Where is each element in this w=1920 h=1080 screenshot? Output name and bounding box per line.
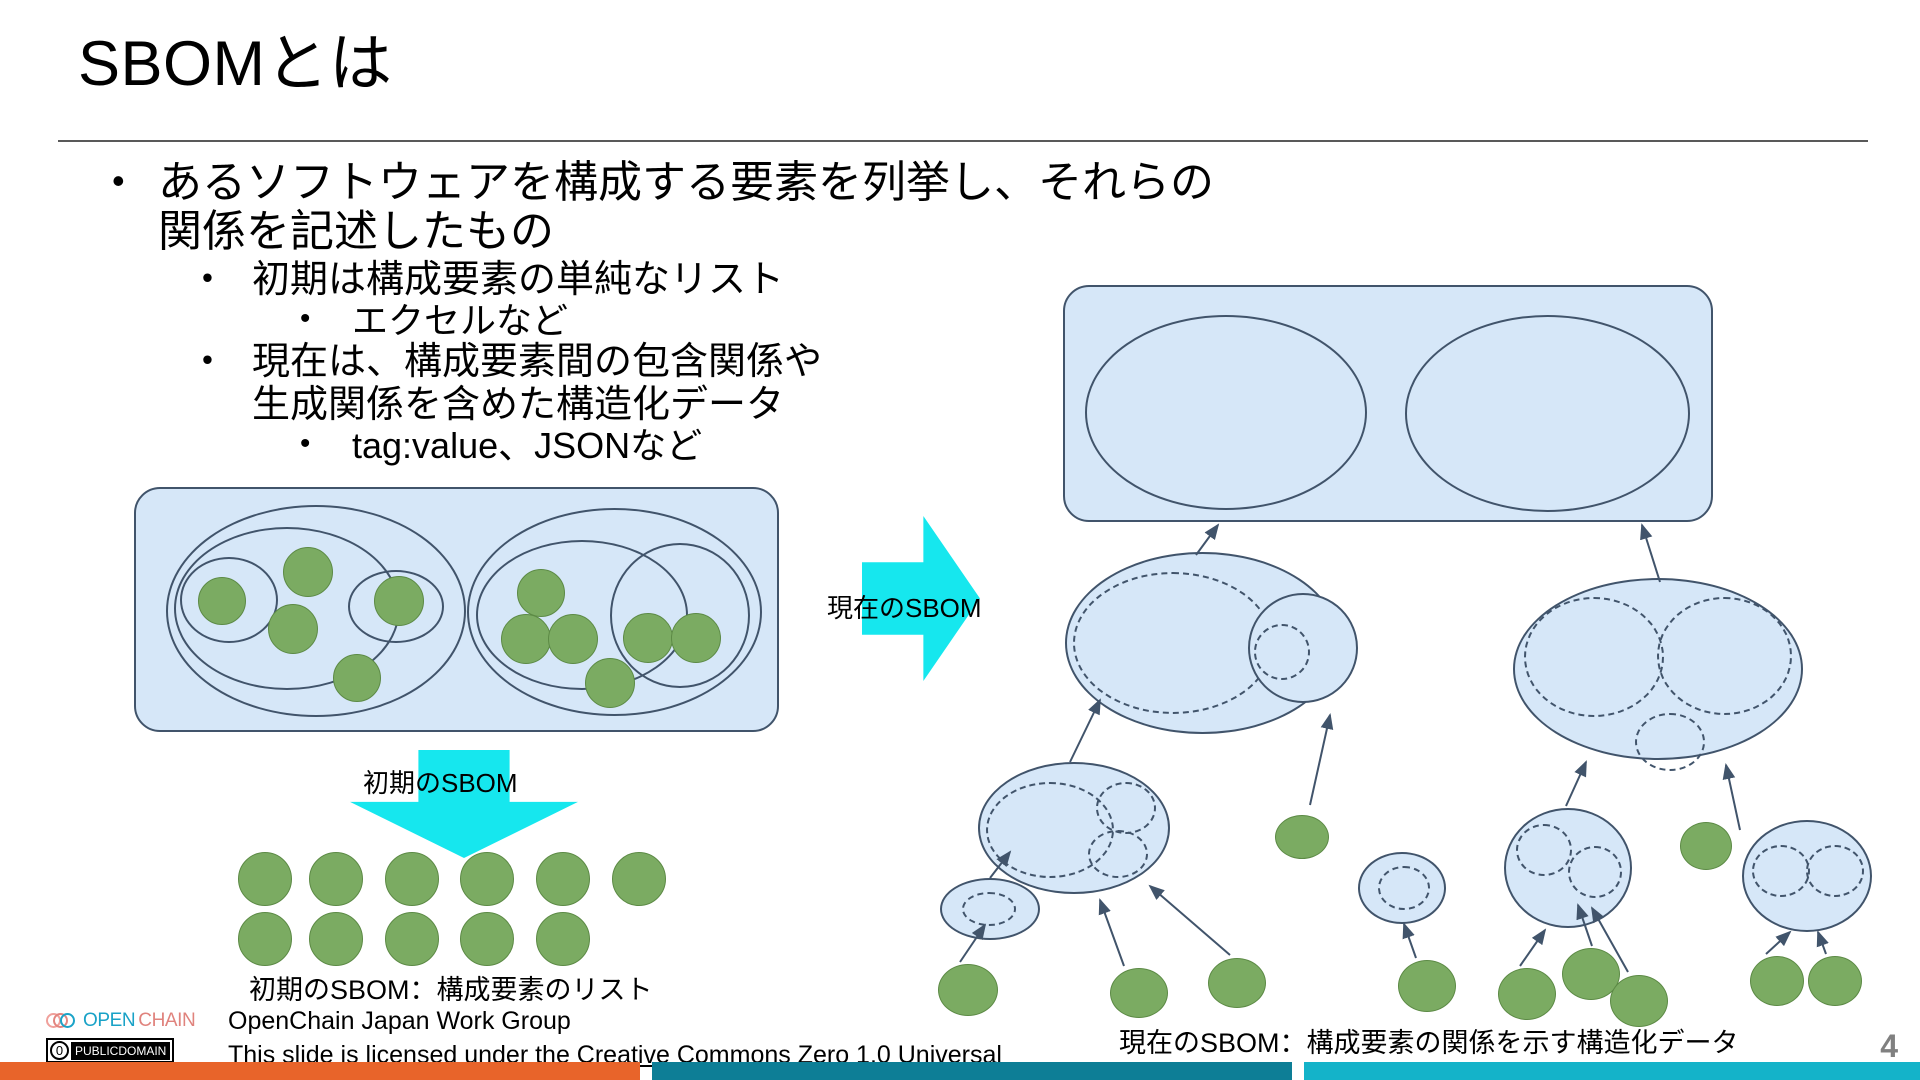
component-node — [460, 912, 514, 966]
openchain-logo-chain: CHAIN — [138, 1010, 196, 1031]
current-tier2-dashed-right-b — [1657, 597, 1792, 715]
bullet-level3-text-formats: tag:value、JSONなど — [352, 425, 703, 467]
component-node — [1808, 956, 1862, 1006]
caption-current-sbom: 現在のSBOM：構成要素の関係を示す構造化データ — [1119, 1028, 1739, 1058]
initial-small-ellipse-right — [610, 543, 750, 688]
bullet-level2-line1: 現在は、構成要素間の包含関係や — [252, 341, 823, 384]
bullet-level2-item-current: • 現在は、構成要素間の包含関係や 生成関係を含めた構造化データ — [202, 341, 1242, 426]
component-node — [1610, 975, 1668, 1027]
component-node — [268, 604, 318, 654]
component-node — [938, 964, 998, 1016]
component-node — [548, 614, 598, 664]
bullet-marker-icon: • — [300, 427, 311, 461]
bullet-level3-item-formats: • tag:value、JSONなど — [300, 425, 1242, 467]
component-node — [1498, 968, 1556, 1020]
component-node — [1750, 956, 1804, 1006]
bullet-level3-item-excel: • エクセルなど — [300, 300, 1242, 342]
component-node — [501, 614, 551, 664]
current-tier3-dashed-left-c — [1088, 830, 1148, 878]
bullet-level3-text-excel: エクセルなど — [352, 300, 569, 342]
cc-zero-public-domain-icon: 0 PUBLICDOMAIN — [46, 1038, 175, 1063]
cc-zero-glyph: 0 — [50, 1041, 69, 1060]
footer-bar-orange — [0, 1062, 640, 1080]
bullet-marker-icon: • — [112, 160, 125, 201]
page-title: SBOMとは — [78, 29, 393, 99]
component-node — [585, 658, 635, 708]
component-node — [671, 613, 721, 663]
initial-outer-ellipse-right — [467, 508, 762, 716]
component-node — [333, 654, 381, 702]
current-tier2-dashed-right-a — [1524, 597, 1664, 717]
component-node — [517, 569, 565, 617]
component-node — [1275, 815, 1329, 859]
component-node — [374, 576, 424, 626]
initial-small-ellipse-left — [348, 570, 444, 643]
component-node — [385, 912, 439, 966]
component-node — [536, 912, 590, 966]
current-top-ellipse-left — [1085, 315, 1367, 510]
current-tier4-dashed-leftmost — [962, 892, 1016, 926]
transition-arrow-right-label: 現在のSBOM — [827, 593, 982, 623]
current-tier2-dashed-left — [1073, 572, 1273, 714]
bullet-level1-text: あるソフトウェアを構成する要素を列挙し、それらの関係を記述したもの — [158, 158, 1214, 257]
component-node — [283, 547, 333, 597]
component-node — [238, 852, 292, 906]
caption-initial-sbom: 初期のSBOM：構成要素のリスト — [249, 975, 653, 1005]
current-top-ellipse-right — [1405, 315, 1690, 512]
component-node — [612, 852, 666, 906]
initial-inner-ellipse-left — [180, 557, 278, 643]
bullet-level2-item-initial: • 初期は構成要素の単純なリスト — [202, 259, 1242, 302]
current-tier3-dashed-right-b1 — [1752, 845, 1810, 897]
bullet-level1-item: • あるソフトウェアを構成する要素を列挙し、それらの関係を記述したもの — [112, 158, 1242, 257]
component-node — [1680, 822, 1732, 870]
bullet-marker-icon: • — [202, 342, 213, 378]
current-tier3-dashed-right-a2 — [1568, 846, 1622, 898]
cc-publicdomain-label: PUBLICDOMAIN — [71, 1041, 171, 1060]
current-tier3-dashed-right-a1 — [1516, 824, 1572, 876]
openchain-rings-icon — [46, 1011, 80, 1031]
initial-outer-ellipse-left — [166, 505, 466, 717]
openchain-logo-open: OPEN — [83, 1010, 136, 1031]
bullet-marker-icon: • — [202, 259, 213, 295]
current-tier2-dashed-right-c — [1635, 713, 1705, 771]
component-node — [1110, 968, 1168, 1018]
component-node — [460, 852, 514, 906]
bullet-level2-text-initial: 初期は構成要素の単純なリスト — [252, 258, 785, 301]
component-node — [309, 852, 363, 906]
transition-arrow-down-label: 初期のSBOM — [363, 768, 518, 798]
bullet-list: • あるソフトウェアを構成する要素を列挙し、それらの関係を記述したもの • 初期… — [112, 158, 1242, 467]
footer-bar-cyan — [1304, 1062, 1920, 1080]
component-node — [536, 852, 590, 906]
current-tier3-dashed-middle — [1378, 866, 1430, 910]
footer-bar-teal — [652, 1062, 1292, 1080]
component-node — [238, 912, 292, 966]
component-node — [309, 912, 363, 966]
component-node — [1208, 958, 1266, 1008]
bullet-level2-text-current: 現在は、構成要素間の包含関係や 生成関係を含めた構造化データ — [252, 341, 1242, 426]
component-node — [1398, 960, 1456, 1012]
current-tier3-dashed-right-b2 — [1806, 845, 1864, 897]
title-divider — [58, 140, 1868, 142]
component-node — [198, 577, 246, 625]
component-node — [623, 613, 673, 663]
current-tier2-dashed-small-left — [1254, 624, 1310, 680]
component-node — [385, 852, 439, 906]
footer-organization: OpenChain Japan Work Group — [228, 1007, 571, 1035]
current-tier3-dashed-left-b — [1096, 782, 1156, 834]
bullet-marker-icon: • — [300, 302, 311, 336]
page-number: 4 — [1880, 1028, 1898, 1064]
bullet-level2-line2: 生成関係を含めた構造化データ — [252, 383, 785, 426]
